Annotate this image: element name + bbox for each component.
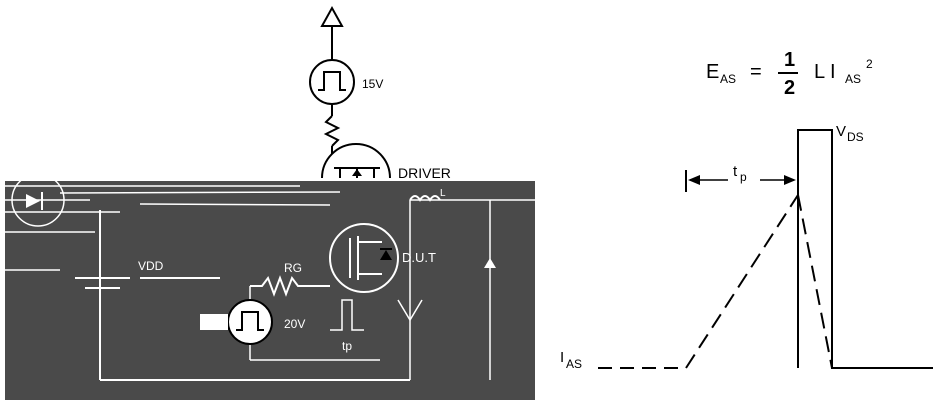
ias-label-sub: AS [566,357,582,371]
eq-rhs-sup: 2 [866,57,873,71]
driver-mosfet: DRIVER [321,143,451,181]
tp-label-sub: p [740,170,747,184]
vds-label-sub: DS [847,130,864,144]
clamp-diode [484,258,496,268]
vds-label-main: V [836,123,846,140]
pulse-amplitude-label: 20V [284,317,305,331]
eq-frac-num: 1 [784,49,795,71]
circuit-tp-label: tp [342,339,352,353]
tp-arrow-right-head [784,175,796,185]
gate-resistor: RG [249,261,380,361]
tp-arrow-left-head [688,175,700,185]
supply-wiring [75,210,410,381]
source-voltage-label: 15V [362,77,383,91]
vdd-label-group: VDD [138,259,164,273]
inductor: L [409,188,446,202]
vdd-label: VDD [138,259,164,273]
current-fall [797,194,833,369]
ias-label-main: I [560,349,564,366]
tp-label-main: t [733,163,738,180]
panel-top-edge [5,178,535,181]
eq-frac-den: 2 [784,77,795,99]
freewheel-diode [11,173,65,227]
inductor-label: L [440,188,446,199]
pulse-gen-box [200,314,228,330]
driver-label: DRIVER [398,165,451,181]
gate-source: 15V [309,5,383,158]
eq-lhs-sub: AS [720,72,736,86]
eq-equals: = [750,61,762,83]
scan-streaks [5,185,341,271]
pulse-generator: 20V tp [200,299,364,353]
vds-pulse-trace [797,129,933,369]
eq-rhs-sub: AS [845,72,861,86]
vds-tap [397,199,535,380]
dut-label: D.U.T [402,250,436,265]
eq-lhs-main: E [706,61,719,83]
test-circuit-schematic: VDD 15V DRIVER L [5,5,535,400]
eq-rhs-l: L I [814,61,836,83]
current-rise [685,194,799,369]
rg-label: RG [284,261,302,275]
